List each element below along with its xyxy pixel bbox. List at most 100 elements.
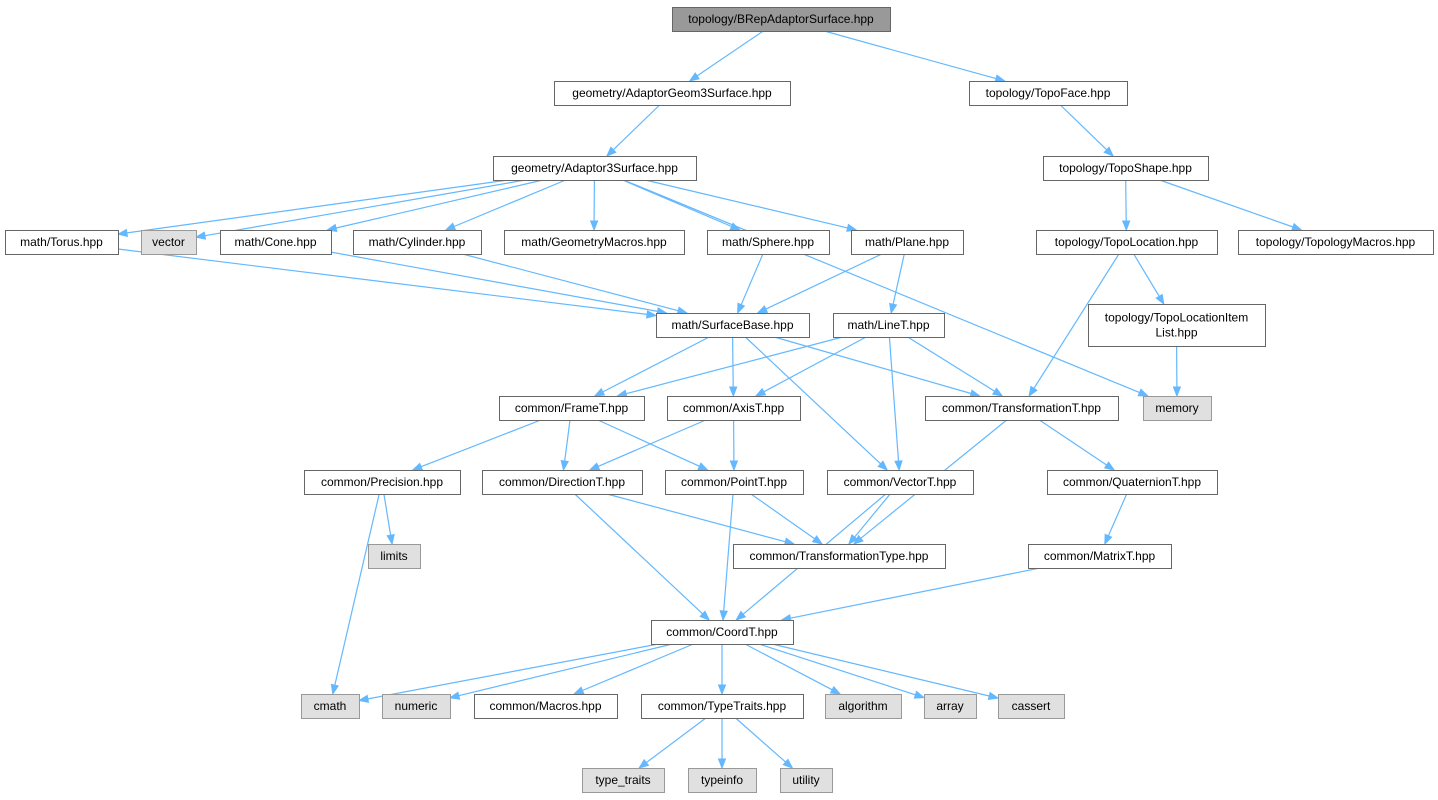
node-label: common/CoordT.hpp (666, 625, 778, 639)
edge-topoface-to-toposhape (1059, 104, 1108, 151)
node-box (301, 694, 360, 719)
arrowhead-surfbase-to-vectort (877, 460, 889, 471)
node-label: geometry/Adaptor3Surface.hpp (511, 161, 678, 175)
node-label: math/SurfaceBase.hpp (671, 318, 793, 332)
edge-pointt-to-transtype (750, 493, 815, 540)
node-label: limits (380, 549, 407, 563)
header-file-node-pointt[interactable]: common/PointT.hpp (665, 470, 804, 495)
node-label: topology/TopoShape.hpp (1059, 161, 1192, 175)
edge-typetraits-to-utility (735, 717, 786, 763)
edge-linet-to-vectort (888, 336, 900, 462)
edge-coordt-to-algorithm (744, 643, 833, 691)
arrowhead-pointt-to-coordt (719, 610, 728, 622)
node-box (504, 230, 685, 255)
edge-framet-to-pointt (597, 419, 700, 467)
header-file-node-sphere[interactable]: math/Sphere.hpp (707, 230, 830, 255)
edge-coordt-to-numeric (458, 643, 673, 697)
edge-root-to-topoface (824, 30, 997, 80)
node-box (667, 396, 801, 421)
header-file-node-vectort[interactable]: common/VectorT.hpp (827, 470, 974, 495)
header-file-node-cylinder[interactable]: math/Cylinder.hpp (353, 230, 482, 255)
edge-linet-to-framet (625, 336, 843, 395)
edge-linet-to-transt (907, 336, 995, 392)
node-box (925, 396, 1119, 421)
header-file-node-macros[interactable]: common/Macros.hpp (474, 694, 618, 719)
edge-topoloc-to-transt (1033, 253, 1120, 389)
external-header-node-typeinfo: typeinfo (688, 768, 757, 793)
node-box (780, 768, 833, 793)
node-label: numeric (395, 699, 438, 713)
node-box (141, 230, 197, 255)
node-box (998, 694, 1065, 719)
header-file-node-precision[interactable]: common/Precision.hpp (304, 470, 461, 495)
node-box (641, 694, 804, 719)
edge-coordt-to-cmath (367, 643, 659, 700)
node-box (672, 7, 891, 32)
header-file-node-ag3s[interactable]: geometry/AdaptorGeom3Surface.hpp (554, 81, 791, 106)
node-label: common/QuaternionT.hpp (1063, 475, 1201, 489)
node-box (482, 470, 643, 495)
header-file-node-topoloc[interactable]: topology/TopoLocation.hpp (1036, 230, 1218, 255)
external-header-node-utility: utility (780, 768, 833, 793)
header-file-node-framet[interactable]: common/FrameT.hpp (499, 396, 645, 421)
node-label: geometry/AdaptorGeom3Surface.hpp (572, 86, 772, 100)
header-file-node-plane[interactable]: math/Plane.hpp (851, 230, 964, 255)
edge-typetraits-to-type_traits (645, 717, 707, 764)
header-file-node-transt[interactable]: common/TransformationT.hpp (925, 396, 1119, 421)
header-file-node-coordt[interactable]: common/CoordT.hpp (651, 620, 794, 645)
node-box (1028, 544, 1172, 569)
edge-cylinder-to-surfbase (462, 253, 679, 312)
node-box (499, 396, 645, 421)
node-box (1088, 304, 1266, 347)
node-label: common/AxisT.hpp (683, 401, 785, 415)
arrowhead-vectort-to-transtype (848, 533, 859, 546)
header-file-node-geomacros[interactable]: math/GeometryMacros.hpp (504, 230, 685, 255)
arrowhead-surfbase-to-framet (593, 387, 606, 397)
node-label: common/VectorT.hpp (844, 475, 957, 489)
edge-coordt-to-array (758, 643, 916, 696)
external-header-node-memory: memory (1143, 396, 1212, 421)
node-label: math/GeometryMacros.hpp (521, 235, 667, 249)
node-label: common/TypeTraits.hpp (658, 699, 787, 713)
header-file-node-linet[interactable]: math/LineT.hpp (833, 313, 945, 338)
header-file-node-quatt[interactable]: common/QuaternionT.hpp (1047, 470, 1218, 495)
edge-surfbase-to-framet (602, 336, 710, 393)
header-file-node-torus[interactable]: math/Torus.hpp (5, 230, 119, 255)
arrowhead-a3s-to-cylinder (444, 222, 457, 231)
node-label: common/DirectionT.hpp (499, 475, 625, 489)
arrowhead-a3s-to-memory (1137, 388, 1150, 397)
header-file-node-topoface[interactable]: topology/TopoFace.hpp (969, 81, 1128, 106)
node-box (582, 768, 665, 793)
header-file-node-typetraits[interactable]: common/TypeTraits.hpp (641, 694, 804, 719)
node-label: utility (792, 773, 819, 787)
node-label: common/FrameT.hpp (515, 401, 629, 415)
arrowhead-coordt-to-array (913, 690, 926, 699)
header-file-node-surfbase[interactable]: math/SurfaceBase.hpp (656, 313, 810, 338)
node-label: math/Cylinder.hpp (369, 235, 466, 249)
node-box (733, 544, 946, 569)
header-file-node-transtype[interactable]: common/TransformationType.hpp (733, 544, 946, 569)
node-box (1238, 230, 1434, 255)
header-file-node-matrixt[interactable]: common/MatrixT.hpp (1028, 544, 1172, 569)
arrowhead-quatt-to-matrixt (1104, 533, 1113, 546)
edge-coordt-to-cassert (771, 643, 990, 697)
arrowhead-typetraits-to-typeinfo (717, 758, 727, 770)
header-file-node-cone[interactable]: math/Cone.hpp (220, 230, 332, 255)
edge-toposhape-to-topomacros (1159, 179, 1294, 228)
node-label: algorithm (838, 699, 887, 713)
node-layer: topology/BRepAdaptorSurface.hpp geometry/… (5, 7, 1434, 793)
header-file-node-a3s[interactable]: geometry/Adaptor3Surface.hpp (493, 156, 697, 181)
edge-root-to-ag3s (696, 30, 764, 77)
header-file-node-axist[interactable]: common/AxisT.hpp (667, 396, 801, 421)
edge-a3s-to-cone (335, 179, 543, 229)
node-box (368, 544, 421, 569)
edge-layer (116, 30, 1303, 770)
header-file-node-topomacros[interactable]: topology/TopologyMacros.hpp (1238, 230, 1434, 255)
node-box (827, 470, 974, 495)
arrowhead-framet-to-precision (411, 462, 424, 471)
header-file-node-root[interactable]: topology/BRepAdaptorSurface.hpp (672, 7, 891, 32)
header-file-node-toposhape[interactable]: topology/TopoShape.hpp (1043, 156, 1209, 181)
edge-toposhape-to-topoloc (1125, 179, 1127, 222)
header-file-node-dirt[interactable]: common/DirectionT.hpp (482, 470, 643, 495)
